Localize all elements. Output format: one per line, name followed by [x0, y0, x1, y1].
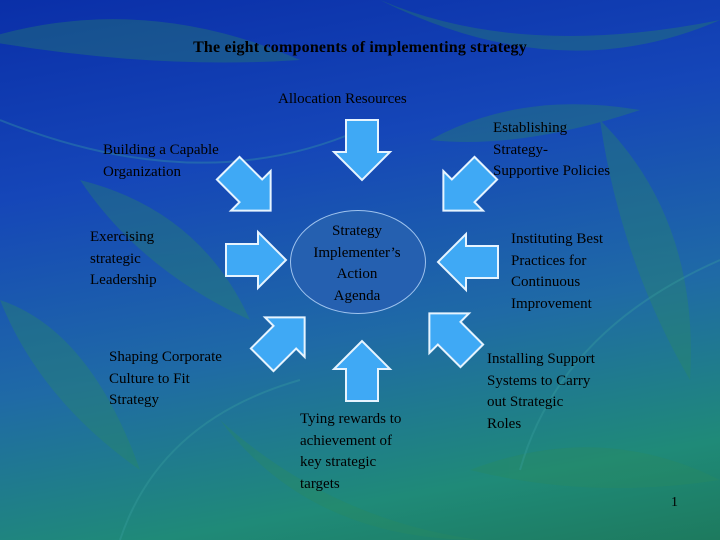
arrow-up-icon: [334, 341, 390, 401]
arrow-down-right-icon: [208, 148, 290, 230]
arrow-up-left-icon: [410, 294, 492, 376]
arrow-right-icon: [226, 232, 286, 288]
arrow-left-icon: [438, 234, 498, 290]
arrow-up-right-icon: [242, 298, 324, 380]
page-number: 1: [671, 495, 678, 511]
arrow-down-icon: [334, 120, 390, 180]
arrow-down-left-icon: [424, 148, 506, 230]
